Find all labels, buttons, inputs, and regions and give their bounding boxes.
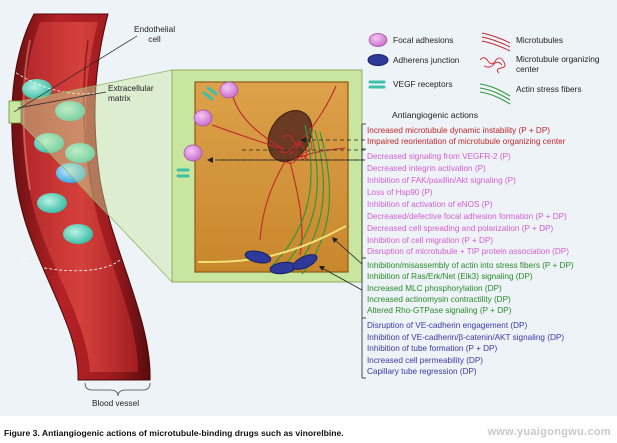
endothelial-cell-bubbles	[22, 79, 95, 244]
focal-adhesion	[219, 81, 239, 99]
focal-adhesion	[183, 144, 203, 162]
action-item: Disruption of VE-cadherin engagement (DP…	[367, 321, 528, 330]
adherens-junction	[292, 254, 318, 270]
legend-label-adherens-junction: Adherens junction	[393, 55, 460, 65]
focal-adhesion	[193, 109, 213, 127]
legend-label-mtoc: Microtubule organizing center	[516, 54, 600, 74]
action-item: Increased actinomysin contractility (DP)	[367, 295, 511, 304]
vessel-dashed-outline	[19, 259, 121, 272]
action-item: Decreased cell spreading and polarizatio…	[367, 224, 554, 233]
cell-body	[194, 81, 349, 273]
legend-label-microtubules: Microtubules	[516, 35, 564, 45]
action-item: Inhibition of cell migration (P + DP)	[367, 236, 494, 245]
ecm-leader	[17, 91, 107, 109]
action-item: Increased cell permeability (DP)	[367, 356, 484, 365]
endothelial-bubble	[65, 143, 95, 163]
action-item: Inhibition of VE-cadherin/β-catenin/AKT …	[367, 333, 565, 342]
legend-label-vegf-receptors: VEGF receptors	[393, 79, 453, 89]
actions-title: Antiangiogenic actions	[392, 110, 478, 120]
legend-label-actin-stress-fibers: Actin stress fibers	[516, 84, 582, 94]
vegf-receptor	[202, 86, 218, 101]
focal-adhesion-icon	[368, 33, 388, 47]
zoom-line	[20, 69, 173, 102]
endothelial-cell-leader	[13, 35, 138, 113]
endothelial-bubble	[22, 79, 52, 99]
action-item: Altered Rho-GTPase signaling (P + DP)	[367, 306, 512, 315]
action-item: Inhibition/misassembly of actin into str…	[367, 261, 574, 270]
mtoc-icon	[479, 57, 506, 74]
focal-adhesions	[183, 81, 239, 162]
action-bracket	[361, 123, 366, 379]
watermark: www.yuaigongwu.com	[487, 426, 611, 438]
zoom-source-box	[8, 100, 22, 124]
zoom-wedge	[21, 70, 172, 282]
action-item: Loss of Hsp90 (P)	[367, 188, 433, 197]
adherens-junction	[244, 250, 272, 264]
vegf-receptor-icon	[368, 80, 386, 89]
vessel-dashed-outline	[11, 69, 109, 95]
action-item: Increased MLC phosphorylation (DP)	[367, 284, 502, 293]
legend-label-focal-adhesions: Focal adhesions	[393, 35, 454, 45]
action-item: Increased microtubule dynamic instabilit…	[367, 126, 551, 135]
blood-vessel-bracket	[84, 382, 151, 397]
adherens-junction-icon	[367, 54, 389, 66]
vegf-receptors	[176, 86, 218, 178]
microtubule-icon	[481, 32, 511, 52]
vegf-receptor	[176, 168, 190, 178]
action-item: Inhibition of activation of eNOS (P)	[367, 200, 493, 209]
action-item: Inhibition of tube formation (P + DP)	[367, 344, 498, 353]
action-item: Disruption of microtubule + TIP protein …	[367, 247, 569, 256]
figure-area: Endothelial cell Extracellular matrix Bl…	[0, 0, 617, 416]
pointer-arrows	[207, 137, 365, 291]
label-blood-vessel: Blood vessel	[92, 398, 140, 408]
endothelial-bubble	[34, 133, 64, 153]
action-item: Impaired reorientation of microtubule or…	[367, 137, 566, 146]
label-endothelial-cell: Endothelial cell	[134, 24, 176, 44]
diagram-canvas	[8, 13, 511, 397]
endothelial-bubble	[63, 224, 93, 244]
adherens-junctions	[244, 250, 318, 275]
action-item: Decreased integrin activation (P)	[367, 164, 486, 173]
action-item: Inhibition of Ras/Erk/Net (Elk3) signali…	[367, 272, 533, 281]
zoom-line	[20, 122, 173, 283]
actin-fiber-icon	[479, 83, 511, 105]
blood-vessel	[11, 13, 151, 381]
action-item: Decreased signaling from VEGFR-2 (P)	[367, 152, 511, 161]
label-extracellular-matrix: Extracellular matrix	[108, 83, 154, 103]
action-item: Decreased/defective focal adhesion forma…	[367, 212, 567, 221]
endothelial-bubble	[55, 101, 85, 121]
action-item: Inhibition of FAK/paxillin/Akt signaling…	[367, 176, 516, 185]
figure-caption: Figure 3. Antiangiogenic actions of micr…	[4, 428, 344, 438]
action-item: Capillary tube regression (DP)	[367, 367, 477, 376]
legend-icons	[367, 32, 511, 105]
endothelial-bubble	[37, 193, 67, 213]
